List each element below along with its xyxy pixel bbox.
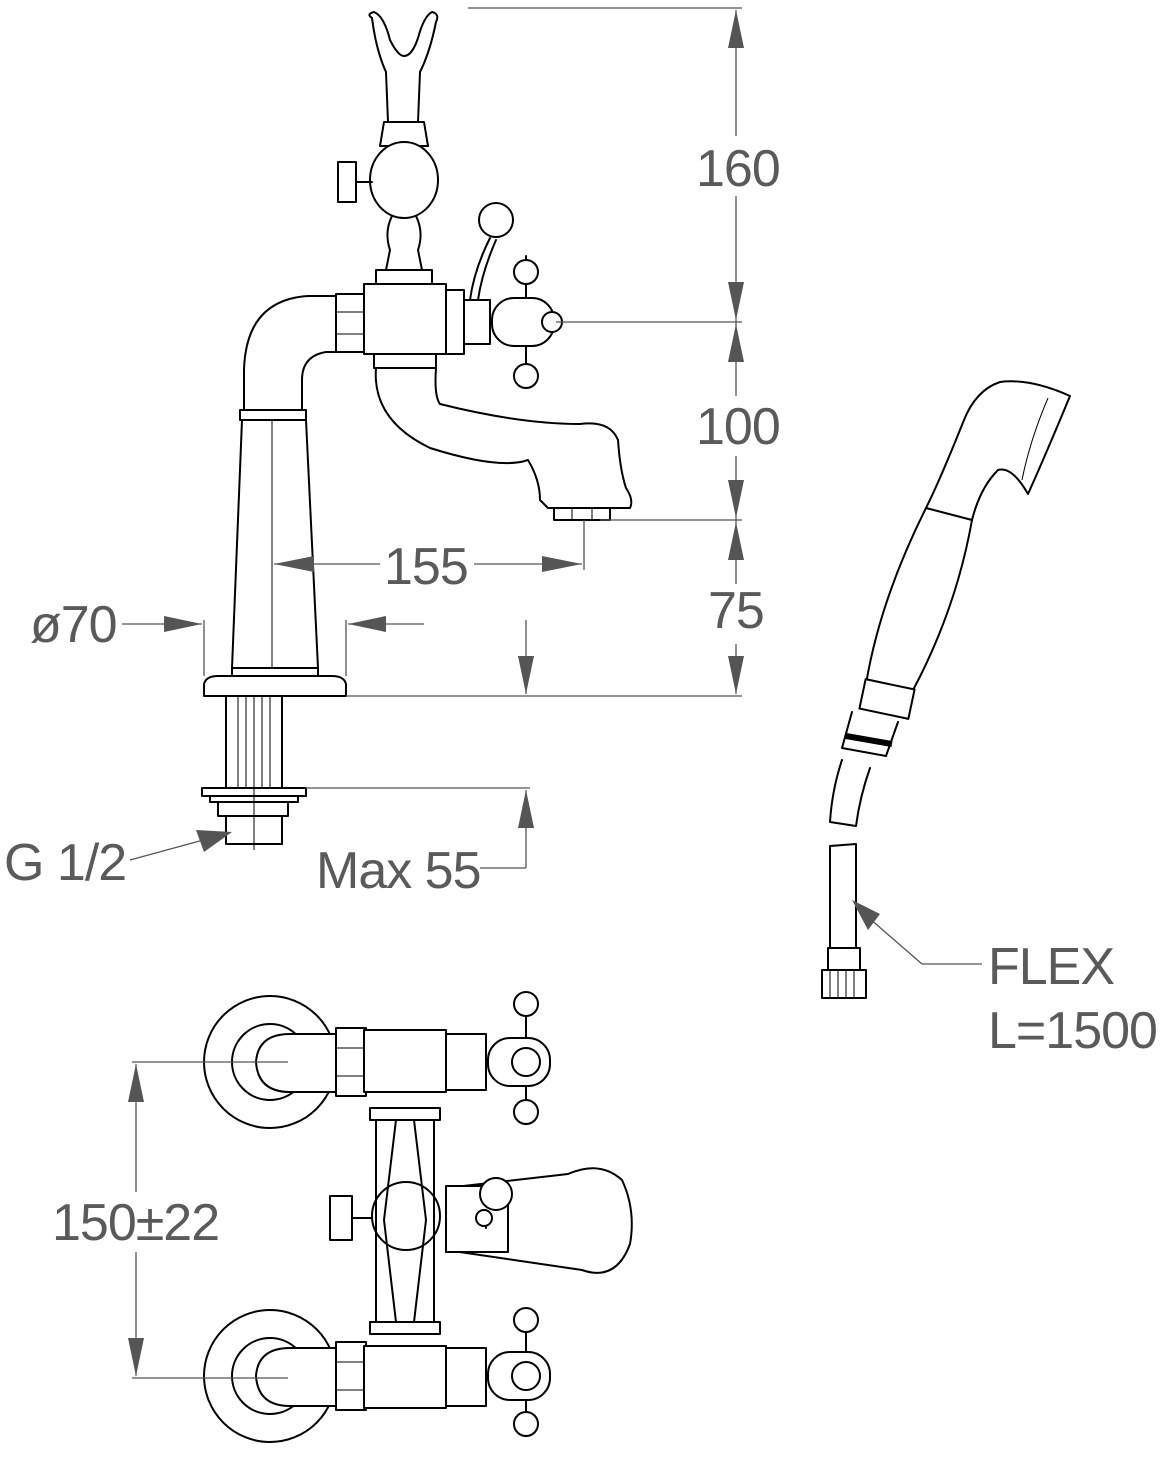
shower-outlet-thread — [337, 161, 357, 203]
hose-ferrule — [827, 947, 861, 971]
dimension-100: 100 — [696, 398, 780, 456]
shower-head — [925, 380, 1071, 521]
spout — [374, 367, 633, 509]
aerator — [553, 507, 611, 521]
mixer-body — [363, 283, 447, 355]
hose-upper — [829, 759, 871, 827]
upper-valve-bonnet — [445, 1033, 487, 1091]
diverter-housing — [371, 1181, 441, 1251]
hose-lower — [829, 843, 857, 949]
upper-inlet-pipe — [255, 1033, 341, 1093]
base-plate — [203, 675, 347, 697]
lower-cross-knob-top — [513, 1307, 539, 1333]
column-elbow — [243, 295, 337, 411]
mixer-bottom-collar — [373, 353, 437, 369]
mixer-side-view — [201, 11, 633, 850]
dimension-155: 155 — [384, 538, 468, 596]
lower-valve-body — [363, 1345, 447, 1409]
shower-holder-fork — [368, 11, 439, 123]
dimension-160: 160 — [696, 140, 780, 198]
label-flex-length: L=1500 — [988, 1002, 1157, 1060]
grip-ring — [858, 678, 916, 720]
upper-hex-nut — [335, 1027, 367, 1097]
lower-cross-knob-center — [511, 1361, 541, 1391]
diverter-lever — [469, 237, 497, 301]
column-foot-ring — [231, 667, 319, 677]
cross-handle-top-knob — [513, 259, 539, 285]
dimension-150-22: 150±22 — [52, 1194, 219, 1252]
lower-inlet-pipe — [255, 1347, 341, 1407]
dimension-spacing: 150±22 — [50, 1061, 288, 1379]
valve-body — [445, 289, 465, 355]
dimensions-side: 160 100 75 155 ø70 Max 55 G 1/2 — [4, 7, 781, 900]
shower-grip — [865, 507, 973, 693]
upper-valve-body — [363, 1029, 447, 1093]
mixer-top-view — [203, 991, 633, 1443]
lower-hex-nut — [335, 1341, 367, 1411]
mixer-top-collar — [375, 269, 433, 285]
upper-cross-knob-center — [511, 1047, 541, 1077]
lever-knob-top — [479, 1177, 513, 1211]
lower-valve-bonnet — [445, 1347, 487, 1407]
hose-connector — [841, 711, 899, 757]
diverter-stem — [385, 215, 423, 271]
label-flex: FLEX — [988, 938, 1114, 996]
shower-outlet-top — [329, 1195, 353, 1241]
hose-nut — [821, 969, 867, 999]
column-ring — [239, 409, 307, 421]
label-thread-g12: G 1/2 — [4, 834, 126, 892]
dimension-max-55: Max 55 — [316, 842, 481, 900]
fixing-nut — [217, 801, 289, 817]
diverter-ball — [369, 141, 439, 219]
holder-neck — [379, 121, 429, 147]
upper-cross-knob-top — [513, 991, 539, 1017]
column — [231, 419, 319, 669]
lever-knob — [478, 202, 514, 238]
bridge-bottom-collar — [369, 1321, 441, 1335]
dimension-diameter-70: ø70 — [30, 596, 117, 654]
upper-cross-knob-bottom — [513, 1099, 539, 1125]
valve-bonnet — [463, 299, 491, 345]
cross-handle-bottom-knob — [513, 363, 539, 389]
lower-cross-knob-bottom — [513, 1411, 539, 1437]
hand-shower: FLEX L=1500 — [821, 380, 1158, 1060]
hex-nut — [335, 293, 365, 353]
bridge-top-collar — [369, 1107, 441, 1121]
dimension-75: 75 — [708, 582, 764, 640]
